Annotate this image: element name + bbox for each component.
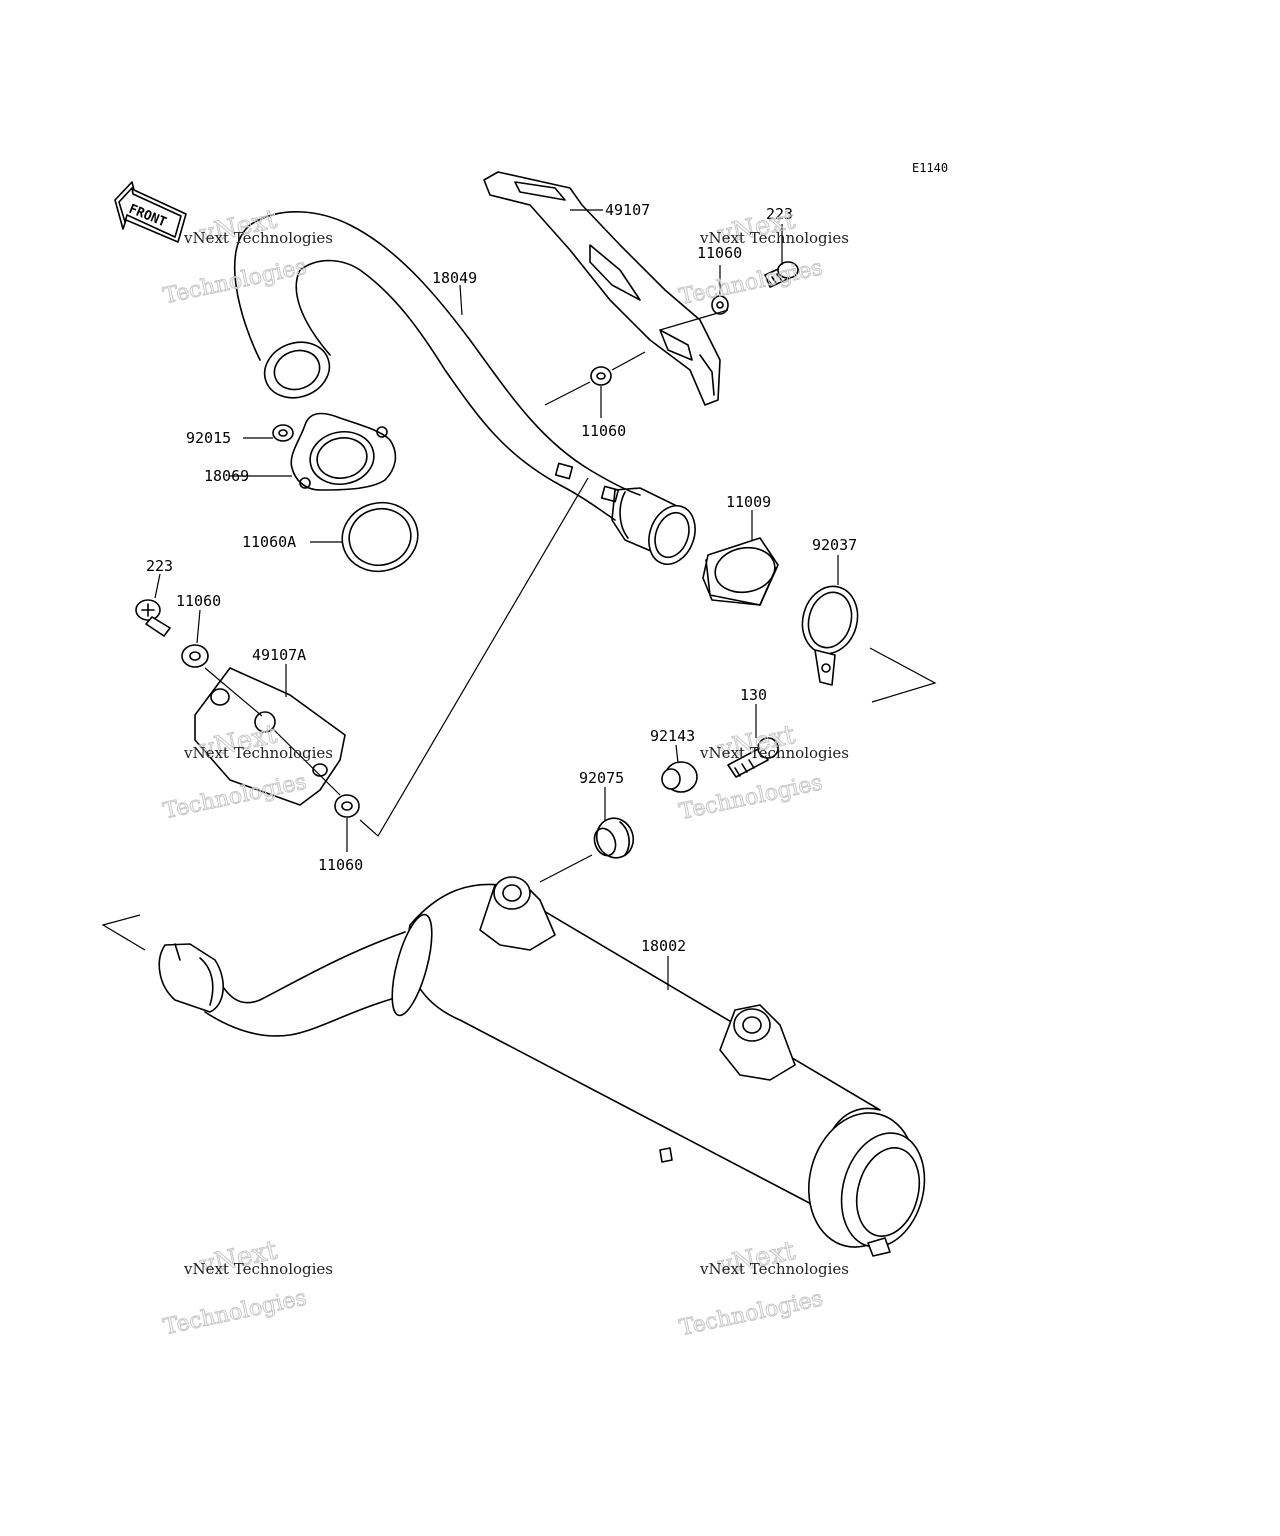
svg-text:Technologies: Technologies	[677, 255, 825, 310]
bolt-130	[727, 737, 779, 778]
muffler-18002	[158, 876, 926, 1257]
heat-guard-49107	[483, 171, 721, 406]
watermark-mid-right: vNext Technologies vNext Technologies	[677, 719, 849, 825]
label-92037: 92037	[812, 536, 857, 554]
grommet-92075	[593, 817, 635, 859]
bolt-223-left	[135, 599, 171, 637]
svg-text:vNext Technologies: vNext Technologies	[183, 744, 333, 762]
label-130: 130	[740, 686, 767, 704]
gasket-11060a	[341, 501, 419, 573]
washer-11060-left	[181, 644, 209, 668]
watermark-top-left: vNext Technologies vNext Technologies	[161, 204, 333, 310]
leader-lines	[101, 209, 937, 990]
svg-text:vNext Technologies: vNext Technologies	[183, 229, 333, 247]
label-18069: 18069	[204, 467, 249, 485]
svg-text:Technologies: Technologies	[161, 1286, 309, 1341]
nut-92015	[272, 424, 294, 442]
header-pipe-18049	[233, 211, 696, 565]
label-11060-mid: 11060	[581, 422, 626, 440]
watermark-top-right: vNext Technologies vNext Technologies	[677, 204, 849, 310]
label-92075: 92075	[579, 769, 624, 787]
label-92143: 92143	[650, 727, 695, 745]
diagram-code: E1140	[912, 161, 948, 175]
heat-guard-49107a	[194, 667, 346, 806]
label-223-left: 223	[146, 557, 173, 575]
part-labels: 49107 223 11060 18049 11060 92015 18069 …	[146, 201, 857, 955]
collar-92143	[661, 761, 698, 793]
svg-text:vNext Technologies: vNext Technologies	[699, 229, 849, 247]
clamp-92037	[801, 585, 859, 686]
front-arrow-icon: FRONT	[114, 181, 187, 243]
svg-text:Technologies: Technologies	[677, 770, 825, 825]
label-11060-left: 11060	[176, 592, 221, 610]
washer-11060-mid	[590, 366, 612, 386]
label-11009: 11009	[726, 493, 771, 511]
washer-11060-bottom	[334, 794, 360, 818]
label-11060a: 11060A	[242, 533, 296, 551]
label-49107a: 49107A	[252, 646, 306, 664]
svg-text:Technologies: Technologies	[677, 1286, 825, 1341]
label-49107: 49107	[605, 201, 650, 219]
watermark-bottom-right: vNext Technologies vNext Technologies	[677, 1235, 849, 1341]
bolt-223-top	[764, 261, 799, 288]
label-18002: 18002	[641, 937, 686, 955]
watermark-bottom-left: vNext Technologies vNext Technologies	[161, 1235, 333, 1341]
label-223-top: 223	[766, 205, 793, 223]
svg-text:vNext Technologies: vNext Technologies	[183, 1260, 333, 1278]
label-92015: 92015	[186, 429, 231, 447]
svg-text:vNext Technologies: vNext Technologies	[699, 1260, 849, 1278]
label-11060-top: 11060	[697, 244, 742, 262]
label-11060-bottom: 11060	[318, 856, 363, 874]
gasket-11009	[702, 537, 779, 606]
svg-text:vNext Technologies: vNext Technologies	[699, 744, 849, 762]
label-18049: 18049	[432, 269, 477, 287]
flange-18069	[290, 412, 397, 491]
